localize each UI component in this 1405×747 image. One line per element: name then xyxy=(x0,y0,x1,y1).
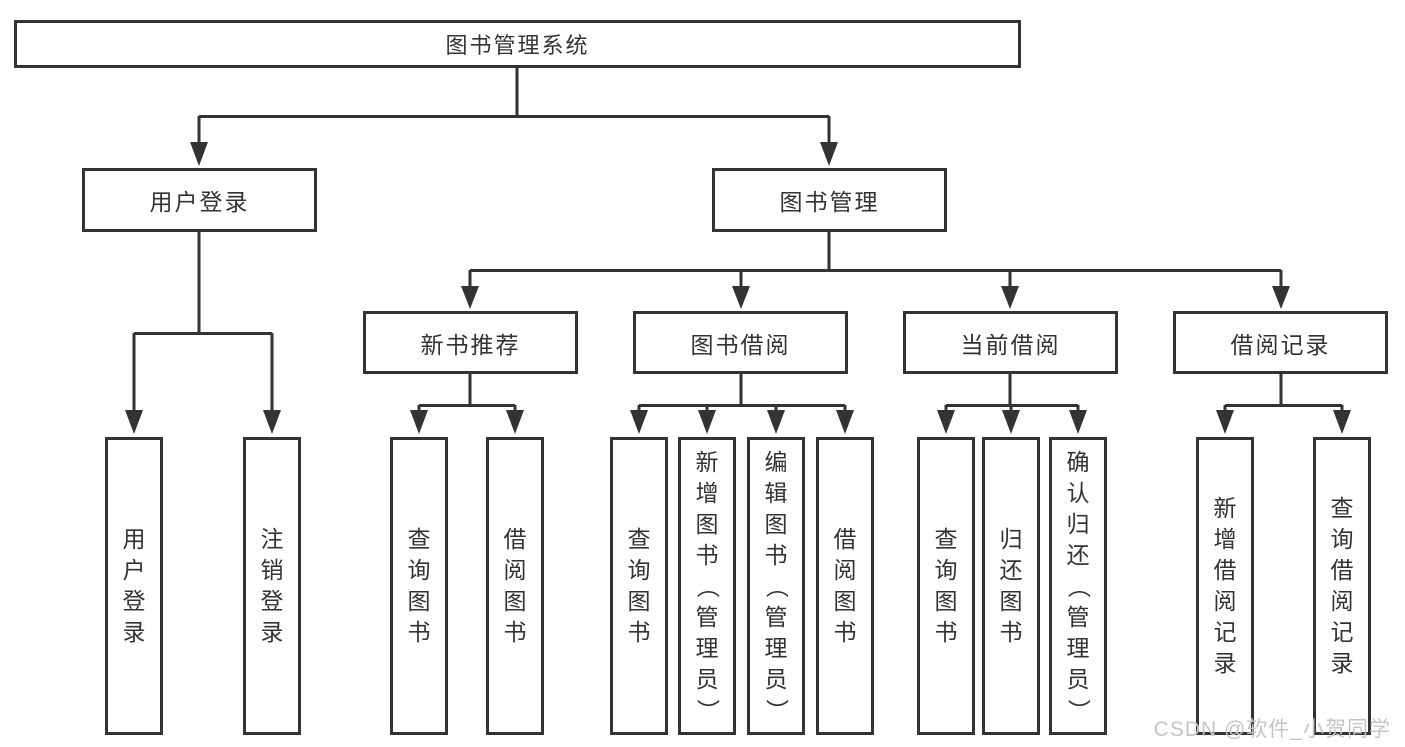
leaf-current-confirm-return-admin: 确认归还（管理员） xyxy=(1049,437,1107,735)
leaf-borrowing-add-books-admin: 新增图书（管理员） xyxy=(678,437,736,735)
leaf-current-return-books: 归还图书 xyxy=(982,437,1040,735)
leaf-newbook-borrow-books: 借阅图书 xyxy=(486,437,544,735)
connector-borrowing-to-leaves xyxy=(630,374,854,434)
node-borrowing-records: 借阅记录 xyxy=(1173,311,1388,374)
leaf-records-query-record: 查询借阅记录 xyxy=(1313,437,1371,735)
leaf-logout: 注销登录 xyxy=(243,437,301,735)
node-book-borrowing: 图书借阅 xyxy=(633,311,848,374)
csdn-watermark: CSDN @软件_小贺同学 xyxy=(1153,718,1391,741)
leaf-user-login: 用户登录 xyxy=(105,437,163,735)
leaf-current-query-books: 查询图书 xyxy=(917,437,975,735)
leaf-newbook-query-books: 查询图书 xyxy=(390,437,448,735)
node-library-management-system: 图书管理系统 xyxy=(14,20,1021,68)
connector-records-to-leaves xyxy=(1216,374,1351,434)
node-new-book-recommend: 新书推荐 xyxy=(363,311,578,374)
connector-newbook-to-leaves xyxy=(410,374,524,434)
connector-bookmgmt-to-level3 xyxy=(461,232,1290,309)
node-current-borrowing: 当前借阅 xyxy=(903,311,1118,374)
node-user-login: 用户登录 xyxy=(82,168,317,232)
connector-userlogin-to-leaves xyxy=(125,232,281,434)
connector-root-to-level2 xyxy=(190,68,838,166)
leaf-records-add-record: 新增借阅记录 xyxy=(1196,437,1254,735)
leaf-borrowing-edit-books-admin: 编辑图书（管理员） xyxy=(747,437,805,735)
node-book-management: 图书管理 xyxy=(712,168,947,232)
leaf-borrowing-query-books: 查询图书 xyxy=(610,437,668,735)
connector-current-to-leaves xyxy=(937,374,1087,434)
leaf-borrowing-borrow-books: 借阅图书 xyxy=(816,437,874,735)
